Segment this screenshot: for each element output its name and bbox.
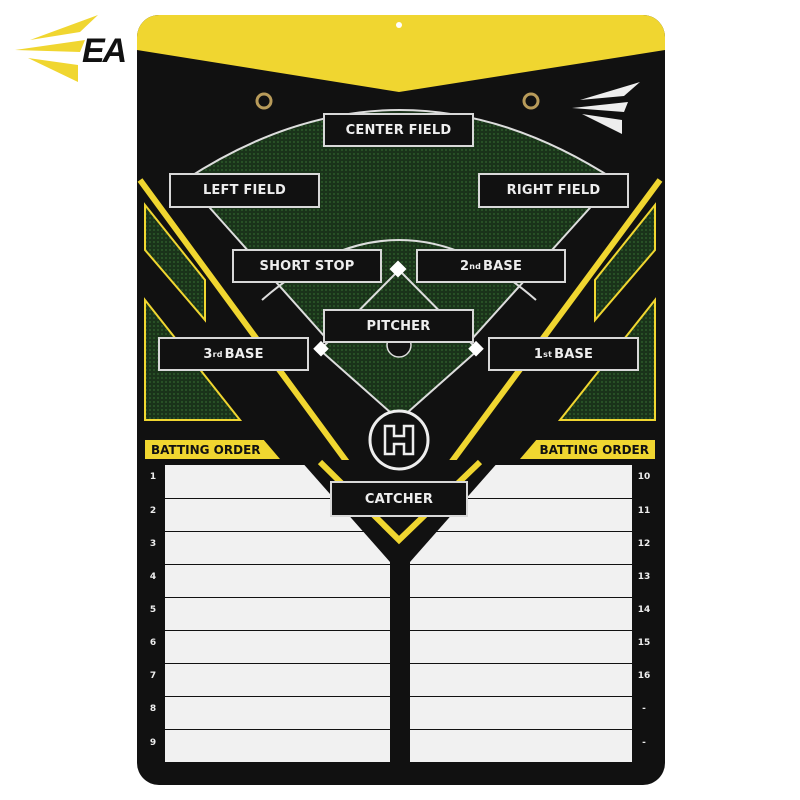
easton-icon — [572, 82, 640, 134]
left-side-panel — [144, 202, 206, 323]
batting-number-right: 16 — [637, 671, 651, 681]
short-stop-label: SHORT STOP — [259, 258, 355, 274]
grommet-right — [522, 92, 540, 110]
second-base-num: 2 — [459, 258, 470, 274]
short-stop-box[interactable]: SHORT STOP — [232, 249, 382, 283]
batting-order-title-left: BATTING ORDER — [145, 440, 280, 459]
third-base-bag — [313, 340, 329, 357]
center-divider — [390, 555, 410, 765]
batting-number-right: - — [642, 738, 646, 748]
third-base-sup: rd — [212, 349, 223, 359]
second-base-label: BASE — [483, 258, 523, 274]
batting-number-left: 4 — [149, 572, 157, 582]
left-field-box[interactable]: LEFT FIELD — [169, 173, 320, 208]
h-circle-icon — [368, 409, 430, 471]
second-base-sup: nd — [469, 261, 482, 271]
batting-number-right: 11 — [637, 506, 651, 516]
third-base-label: BASE — [224, 346, 264, 362]
right-field-box[interactable]: RIGHT FIELD — [478, 173, 629, 208]
batting-number-right: 10 — [637, 472, 651, 482]
left-field-label: LEFT FIELD — [202, 183, 287, 198]
catcher-label: CATCHER — [364, 491, 434, 507]
easton-logo-icon — [15, 15, 98, 82]
catcher-box[interactable]: CATCHER — [330, 481, 468, 517]
right-lineup-rows — [410, 465, 632, 762]
right-field-label: RIGHT FIELD — [506, 183, 601, 198]
pitcher-box[interactable]: PITCHER — [323, 309, 474, 343]
first-base-bag — [468, 340, 484, 357]
second-base-bag — [389, 260, 407, 278]
left-lineup-rows — [165, 465, 390, 762]
first-base-sup: st — [543, 349, 553, 359]
brand-text: EA — [82, 32, 127, 70]
batting-number-right: - — [642, 704, 646, 714]
hang-hole — [396, 22, 402, 28]
batting-number-left: 9 — [149, 738, 157, 748]
top-yellow-band — [137, 15, 665, 92]
batting-order-title-right: BATTING ORDER — [520, 440, 655, 459]
batting-number-left: 1 — [149, 472, 157, 482]
batting-number-left: 5 — [149, 605, 157, 615]
pitcher-label: PITCHER — [366, 318, 431, 334]
center-field-box[interactable]: CENTER FIELD — [323, 113, 474, 147]
right-side-panel — [594, 202, 656, 323]
grommet-left — [255, 92, 273, 110]
batting-number-left: 3 — [149, 539, 157, 549]
first-base-label: BASE — [554, 346, 594, 362]
third-base-num: 3 — [203, 346, 213, 362]
batting-number-left: 6 — [149, 638, 157, 648]
batting-number-right: 14 — [637, 605, 651, 615]
batting-number-left: 7 — [149, 671, 157, 681]
batting-number-right: 15 — [637, 638, 651, 648]
batting-number-left: 8 — [149, 704, 157, 714]
batting-number-right: 12 — [637, 539, 651, 549]
center-field-label: CENTER FIELD — [345, 122, 452, 138]
first-base-num: 1 — [533, 346, 544, 362]
batting-number-right: 13 — [637, 572, 651, 582]
batting-number-left: 2 — [149, 506, 157, 516]
